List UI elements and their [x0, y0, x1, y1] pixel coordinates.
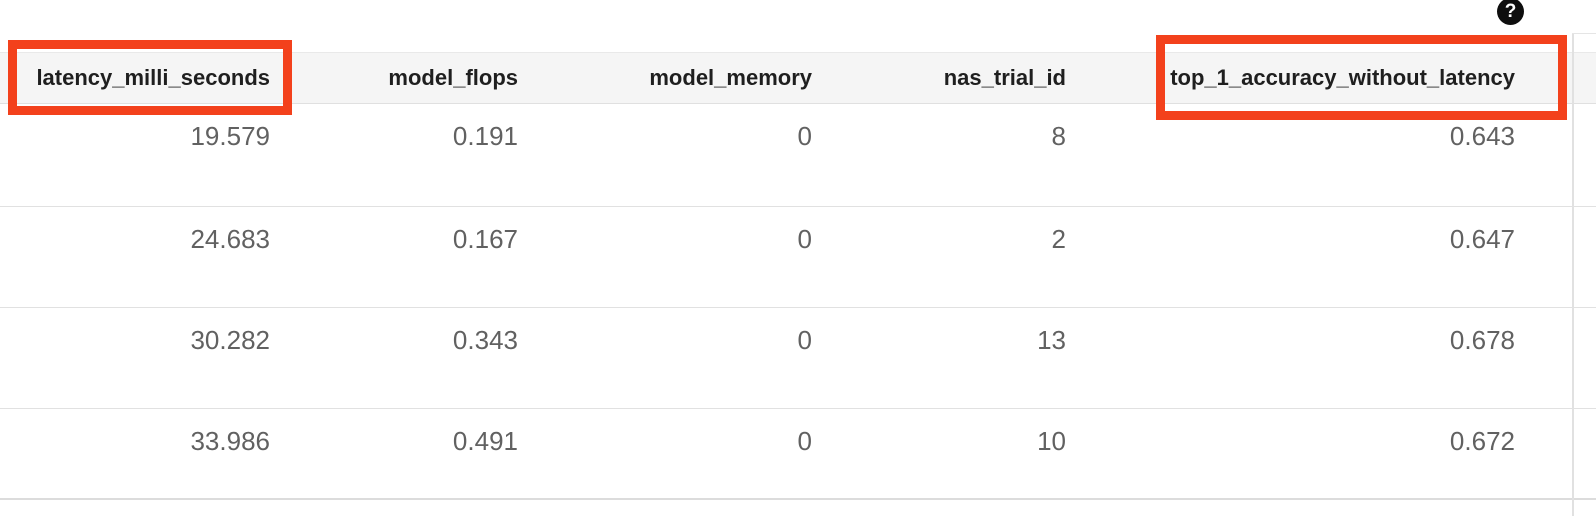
cell-nas_trial_id: 10 — [1037, 426, 1066, 456]
table-row: 30.282 0.343 0 13 0.678 — [0, 308, 1596, 409]
cell-nas_trial_id: 2 — [1051, 224, 1066, 254]
cell-latency_milli_seconds: 33.986 — [190, 426, 270, 456]
cell-top_1_accuracy_without_latency: 0.647 — [1449, 224, 1515, 254]
help-icon[interactable]: ? — [1497, 0, 1524, 25]
table-body: 19.579 0.191 0 8 0.643 24.683 0.167 0 2 0.647 30.2… — [0, 104, 1596, 500]
cell-latency_milli_seconds: 19.579 — [190, 121, 270, 151]
cell-top_1_accuracy_without_latency: 0.678 — [1449, 325, 1515, 355]
cell-latency_milli_seconds: 24.683 — [190, 224, 270, 254]
cell-latency_milli_seconds: 30.282 — [190, 325, 270, 355]
column-header-nas_trial_id[interactable]: nas_trial_id — [943, 65, 1066, 90]
cell-nas_trial_id: 8 — [1051, 121, 1066, 151]
cell-model_flops: 0.491 — [452, 426, 518, 456]
cell-model_memory: 0 — [797, 426, 812, 456]
cell-model_memory: 0 — [797, 224, 812, 254]
column-header-model_flops[interactable]: model_flops — [388, 65, 518, 90]
column-header-model_memory[interactable]: model_memory — [649, 65, 812, 90]
cell-model_flops: 0.343 — [452, 325, 518, 355]
cell-model_memory: 0 — [797, 325, 812, 355]
cell-model_memory: 0 — [797, 121, 812, 151]
cell-top_1_accuracy_without_latency: 0.643 — [1449, 121, 1515, 151]
column-header-latency_milli_seconds[interactable]: latency_milli_seconds — [36, 65, 270, 90]
column-header-top_1_accuracy_without_latency[interactable]: top_1_accuracy_without_latency — [1170, 65, 1515, 90]
table-row: 19.579 0.191 0 8 0.643 — [0, 104, 1596, 207]
help-icon-glyph: ? — [1504, 1, 1517, 22]
trials-table: latency_milli_seconds model_flops model_me… — [0, 52, 1596, 500]
cell-model_flops: 0.167 — [452, 224, 518, 254]
next-column-top-border — [1572, 33, 1596, 34]
next-column-divider — [1572, 33, 1574, 516]
cell-model_flops: 0.191 — [452, 121, 518, 151]
table-row: 33.986 0.491 0 10 0.672 — [0, 409, 1596, 500]
table-header-row: latency_milli_seconds model_flops model_me… — [0, 52, 1596, 104]
table-row: 24.683 0.167 0 2 0.647 — [0, 207, 1596, 308]
cell-top_1_accuracy_without_latency: 0.672 — [1449, 426, 1515, 456]
cell-nas_trial_id: 13 — [1037, 325, 1066, 355]
